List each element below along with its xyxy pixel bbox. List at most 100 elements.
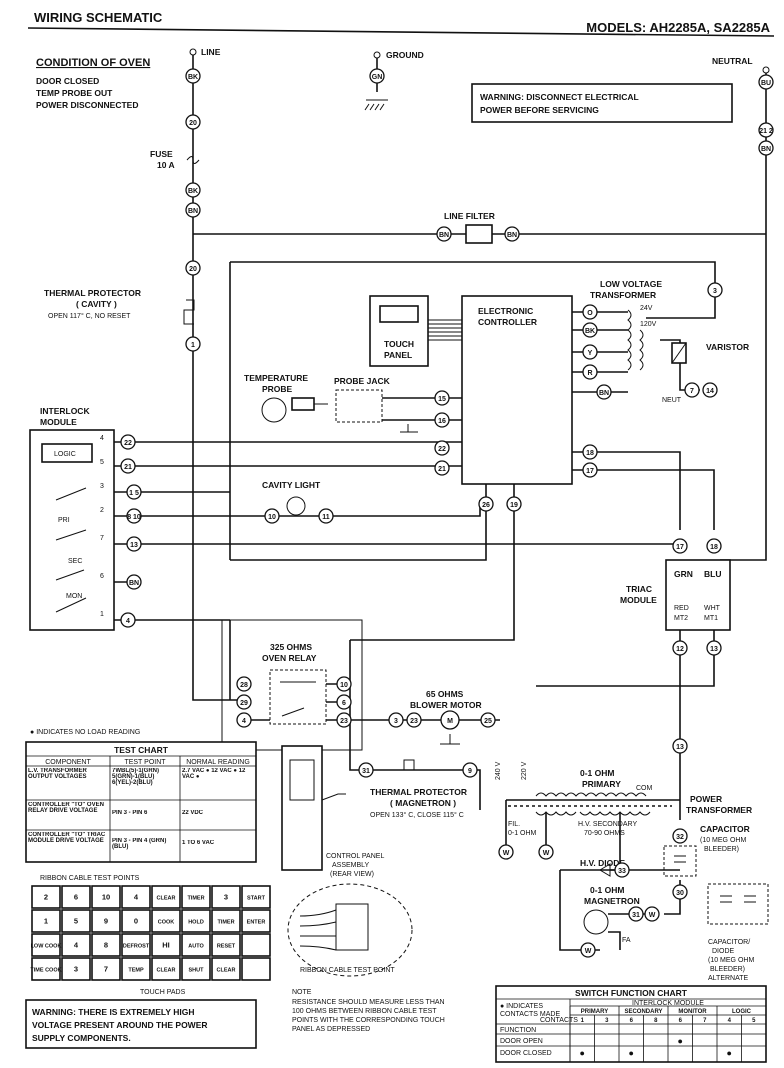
keypad-key <box>91 957 121 981</box>
keypad-key <box>121 885 151 909</box>
keypad-key-label: DEFROST <box>123 944 150 950</box>
terminal-13-29 <box>126 536 142 552</box>
cap-diode-line-3: (10 MEG OHM <box>708 957 754 964</box>
ribbon-connector-icon <box>335 903 369 951</box>
terminal-10-light <box>264 508 280 524</box>
com-label: COM <box>636 785 653 792</box>
test-chart-table <box>25 741 257 863</box>
terminal-30-cap <box>672 884 688 900</box>
terminal-10-relay-label: 10 <box>340 682 348 689</box>
terminal-18-triac <box>706 538 722 554</box>
cavity-light-label: CAVITY LIGHT <box>262 480 321 490</box>
terminal-w-fil-left <box>498 844 514 860</box>
keypad-key <box>241 933 271 957</box>
interlock-pin-2: 2 <box>100 507 104 514</box>
capacitor-diode-plates-icon <box>720 895 756 903</box>
hv-secondary-line-1: H.V. SECONDARY <box>578 821 637 828</box>
keypad-key-label: 2 <box>44 893 48 902</box>
fa-label: FA <box>622 937 631 944</box>
terminal-y <box>582 344 598 360</box>
no-load-note-text: INDICATES NO LOAD READING <box>36 729 140 736</box>
blower-line-2: BLOWER MOTOR <box>410 700 482 710</box>
no-load-note: ● INDICATES NO LOAD READING <box>30 729 140 736</box>
terminal-29-relay <box>236 694 252 710</box>
touch-panel-display-icon <box>379 305 419 323</box>
keypad-key <box>181 909 211 933</box>
temp-probe-plug-icon <box>291 397 315 411</box>
terminal-25-blower <box>480 712 496 728</box>
lv-120v-label: 120V <box>640 321 657 328</box>
terminal-4-interlock-label: 4 <box>126 618 130 625</box>
cap-diode-line-2: DIODE <box>712 948 735 955</box>
cap-diode-line-4: BLEEDER) <box>710 966 745 973</box>
control-panel-board-icon <box>289 759 315 801</box>
switch-contact-number: 8 <box>654 1018 658 1024</box>
keypad-key <box>61 885 91 909</box>
touch-panel-line-2: PANEL <box>384 350 412 360</box>
switch-legend-1: ● INDICATES <box>500 1003 543 1010</box>
keypad-key <box>61 933 91 957</box>
terminal-w-magnetron <box>644 906 660 922</box>
test-chart-r2c3: 22 VDC <box>182 810 203 816</box>
magnetron-line-1: 0-1 OHM <box>590 885 624 895</box>
keypad-key-label: CLEAR <box>157 968 176 974</box>
keypad-key <box>151 885 181 909</box>
test-chart-grid <box>26 755 256 862</box>
terminal-bk-line-label: BK <box>188 74 198 81</box>
terminal-26-ctrl-label: 26 <box>482 502 490 509</box>
line-filter-label: LINE FILTER <box>444 211 495 221</box>
line-label: LINE <box>201 47 221 57</box>
keypad-key-label: 4 <box>134 893 139 902</box>
terminal-bn-fuse <box>185 202 201 218</box>
terminal-bn-7 <box>126 574 142 590</box>
terminal-9-mag-label: 9 <box>468 768 472 775</box>
varistor-label: VARISTOR <box>706 342 749 352</box>
switch-contact-number: 5 <box>752 1018 756 1024</box>
pri-label: PRI <box>58 517 70 524</box>
switch-group-label: INTERLOCK MODULE <box>632 1000 704 1007</box>
thermal-magnetron-icon <box>396 759 422 771</box>
terminal-21-left-label: 21 <box>124 464 132 471</box>
terminal-13-29-label: 13 <box>130 542 138 549</box>
test-chart-r3c1: CONTROLLER "TO" TRIAC MODULE DRIVE VOLTA… <box>28 832 105 844</box>
switch-row-label: DOOR CLOSED <box>500 1050 552 1057</box>
terminal-gn-label: GN <box>372 74 383 81</box>
terminal-22-left-label: 22 <box>124 440 132 447</box>
terminal-1-cavity <box>185 336 201 352</box>
interlock-pin-3: 3 <box>100 483 104 490</box>
terminal-26-ctrl <box>478 496 494 512</box>
terminal-10-relay <box>336 676 352 692</box>
test-chart-r1c1: L.V. TRANSFORMER OUTPUT VOLTAGES <box>28 768 87 780</box>
interlock-pin-4: 4 <box>100 435 104 442</box>
switch-col-header: MONITOR <box>678 1009 707 1015</box>
oven-relay-box <box>269 669 327 725</box>
terminal-o-label: O <box>587 310 593 317</box>
header-rule <box>27 27 775 37</box>
terminal-32-cap <box>672 828 688 844</box>
neut-label: NEUT <box>662 397 682 404</box>
switch-contact-number: 6 <box>679 1018 683 1024</box>
test-chart-title: TEST CHART <box>114 745 169 755</box>
triac-wht-line-1: WHT <box>704 605 721 612</box>
keypad-key <box>241 957 271 981</box>
switch-contact-mark: ● <box>678 1036 683 1046</box>
magnetron-line-2: MAGNETRON <box>584 896 640 906</box>
controller-feed-wire <box>230 261 716 282</box>
terminal-bk-fuse <box>185 182 201 198</box>
terminal-bn-fuse-label: BN <box>188 208 198 215</box>
test-chart-h3: NORMAL READING <box>186 759 250 766</box>
warning-bottom-line-1: WARNING: THERE IS EXTREMELY HIGH <box>32 1007 194 1017</box>
terminal-11-light <box>318 508 334 524</box>
keypad-key-label: AUTO <box>188 944 204 950</box>
primary-line-2: PRIMARY <box>582 779 621 789</box>
keypad-key-label: 1 <box>44 917 48 926</box>
terminal-19-ctrl-label: 19 <box>510 502 518 509</box>
terminal-212 <box>758 122 774 138</box>
terminal-15-probe-label: 15 <box>438 396 446 403</box>
keypad-key-label: 8 <box>104 941 108 950</box>
test-chart-h1: COMPONENT <box>45 759 91 766</box>
triac-label-line-1: TRIAC <box>626 584 652 594</box>
note-line-4: PANEL AS DEPRESSED <box>292 1026 370 1033</box>
keypad-key-label: TEMP <box>128 968 144 974</box>
